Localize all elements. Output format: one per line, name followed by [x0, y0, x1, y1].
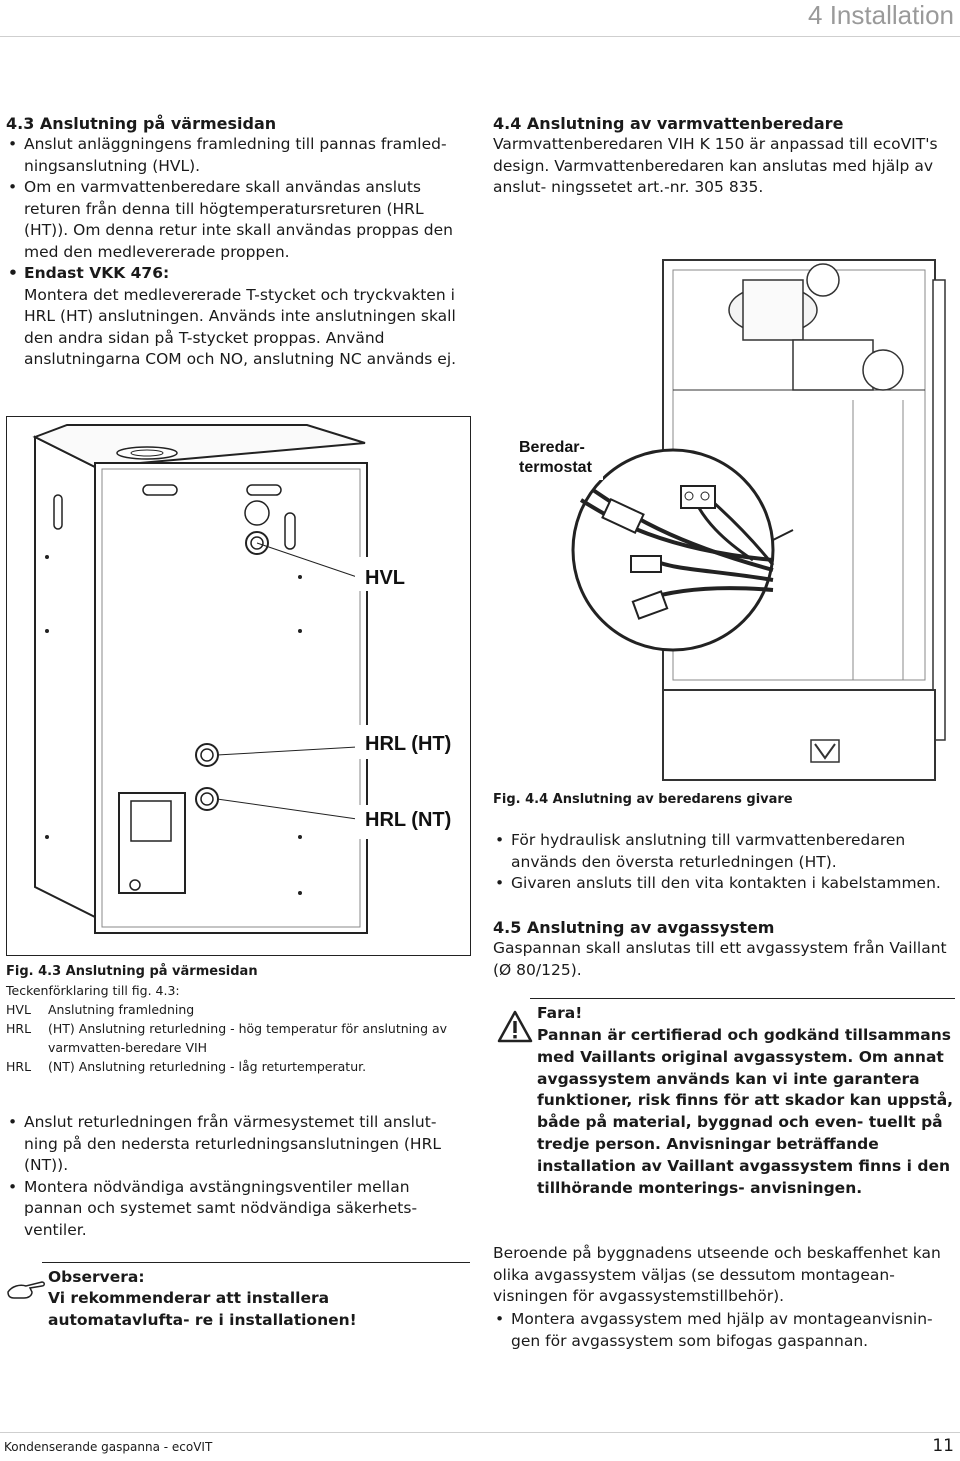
section-4-5-text: Gaspannan skall anslutas till ett avgass…	[493, 939, 947, 979]
bottom-bullets: Anslut returledningen från värmesystemet…	[6, 1112, 458, 1241]
footer-rule	[0, 1432, 960, 1433]
danger-rule	[530, 998, 955, 999]
vkk-text: Montera det medlevererade T-stycket och …	[24, 285, 457, 369]
closing-bullets: Montera avgassystem med hjälp av montage…	[493, 1309, 955, 1352]
legend-text: (NT) Anslutning returledning - låg retur…	[48, 1059, 367, 1074]
legend-text: Anslutning framledning	[48, 1002, 195, 1017]
bullet-item: Montera avgassystem med hjälp av montage…	[493, 1309, 955, 1352]
boiler-rear-illustration	[32, 424, 467, 934]
footer-product: Kondenserande gaspanna - ecoVIT	[4, 1440, 213, 1454]
page-number: 11	[932, 1436, 954, 1456]
bullet-item: Anslut anläggningens framledning till pa…	[6, 134, 471, 177]
page-header	[0, 0, 960, 37]
section-4-4-heading: 4.4 Anslutning av varmvattenberedare	[493, 114, 844, 133]
bullet-item: För hydraulisk anslutning till varmvatte…	[493, 830, 958, 873]
legend-key: HRL	[6, 1059, 32, 1074]
section-4-5-heading: 4.5 Anslutning av avgassystem	[493, 918, 775, 937]
label-beredar-termostat: Beredar- termostat	[519, 439, 592, 476]
pointing-hand-icon	[6, 1272, 46, 1306]
legend-row: HRL (NT) Anslutning returledning - låg r…	[6, 1057, 471, 1076]
bullet-item: Om en varmvattenberedare skall användas …	[6, 177, 471, 263]
legend-intro: Teckenförklaring till fig. 4.3:	[6, 983, 180, 998]
legend-row: HRL (HT) Anslutning returledning - hög t…	[6, 1019, 471, 1057]
legend-key: HRL	[6, 1021, 32, 1036]
figure-4-4: Beredar- termostat	[493, 240, 958, 785]
closing-text: Beroende på byggnadens utseende och besk…	[493, 1244, 941, 1305]
fig-4-3-caption: Fig. 4.3 Anslutning på värmesidan	[6, 964, 258, 979]
bullet-item: Givaren ansluts till den vita kontakten …	[493, 873, 958, 895]
legend-key: HVL	[6, 1002, 31, 1017]
danger-label: Fara!	[537, 1004, 583, 1022]
note-label: Observera:	[48, 1268, 145, 1286]
section-4-4-bullets: För hydraulisk anslutning till varmvatte…	[493, 830, 958, 895]
label-hrl-nt: HRL (NT)	[365, 809, 452, 831]
section-4-4-text: Varmvattenberedaren VIH K 150 är anpassa…	[493, 135, 938, 196]
section-4-3-text: Anslut anläggningens framledning till pa…	[6, 134, 471, 371]
bullet-item: Anslut returledningen från värmesystemet…	[6, 1112, 458, 1177]
label-hrl-ht: HRL (HT)	[365, 733, 452, 755]
note-text: Vi rekommenderar att installera automata…	[48, 1289, 357, 1329]
danger-text: Pannan är certifierad och godkänd tillsa…	[537, 1026, 954, 1197]
label-hvl: HVL	[365, 567, 405, 589]
chapter-title: 4 Installation	[808, 0, 954, 30]
section-4-3-heading: 4.3 Anslutning på värmesidan	[6, 114, 277, 133]
legend: Teckenförklaring till fig. 4.3: HVL Ansl…	[6, 981, 471, 1076]
warning-triangle-icon	[497, 1010, 533, 1044]
figure-4-3: HVL HRL (HT) HRL (NT)	[6, 416, 471, 956]
sensor-connection-illustration	[493, 259, 946, 781]
vkk-heading: Endast VKK 476:	[6, 263, 471, 285]
legend-row: HVL Anslutning framledning	[6, 1000, 471, 1019]
legend-text: (HT) Anslutning returledning - hög tempe…	[48, 1021, 448, 1055]
fig-4-4-caption: Fig. 4.4 Anslutning av beredarens givare	[493, 792, 793, 807]
bullet-item: Montera nödvändiga avstängningsventiler …	[6, 1177, 458, 1242]
note-rule	[42, 1262, 470, 1263]
